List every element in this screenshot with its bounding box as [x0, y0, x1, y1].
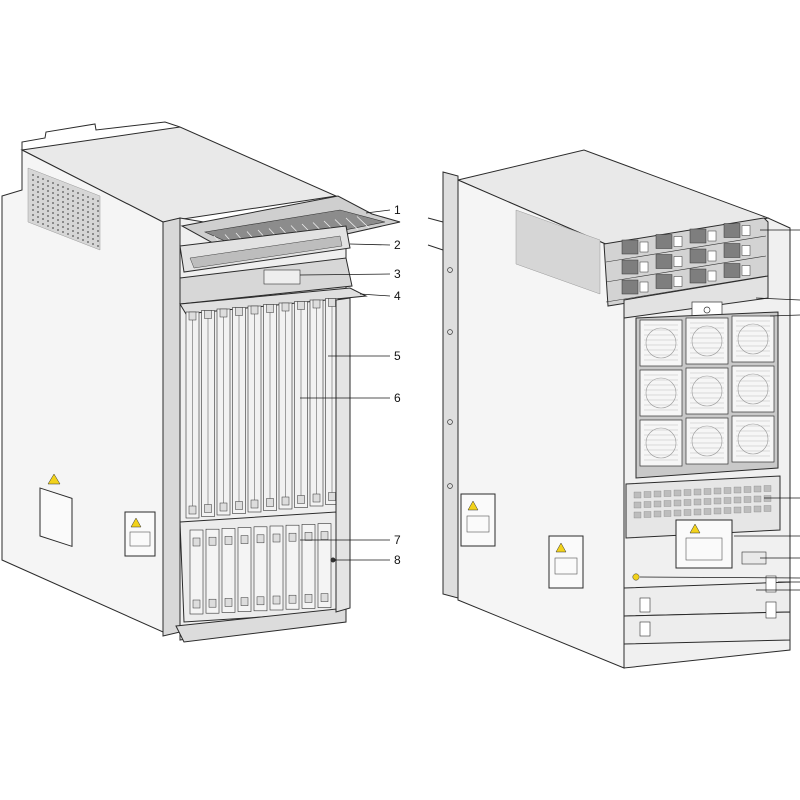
lower-board: [237, 527, 252, 612]
callout-5: 5: [394, 349, 401, 363]
handle-icon: [548, 535, 584, 589]
callout-1: 1: [394, 203, 401, 217]
lower-board: [301, 524, 316, 609]
warning-label-icon: [47, 473, 61, 485]
handle-icon: [675, 519, 733, 569]
callout-8: 8: [394, 553, 401, 567]
lower-board: [221, 528, 236, 613]
lower-board: [189, 529, 204, 615]
service-board: [201, 310, 215, 517]
callout-6: 6: [394, 391, 401, 405]
fan-module: [731, 315, 775, 363]
service-board: [216, 308, 231, 516]
callouts-front: 1 2 3 4 5 6 7 8: [299, 203, 401, 567]
lower-boards: [189, 523, 332, 615]
fan-module: [639, 369, 683, 417]
service-board: [278, 302, 293, 510]
port-8-icon: [330, 557, 336, 563]
callout-2: 2: [394, 238, 401, 252]
handle-icon: [460, 493, 496, 547]
lower-board: [253, 526, 268, 612]
fan-array: [639, 315, 775, 467]
lower-board: [269, 525, 284, 611]
callout-3: 3: [394, 267, 401, 281]
service-board: [247, 305, 262, 513]
service-board: [232, 307, 246, 514]
handle-icon: [124, 511, 156, 557]
fan-module: [731, 415, 775, 463]
fan-module: [685, 317, 729, 365]
side-vent-grille-icon: [27, 167, 101, 251]
lower-board: [317, 523, 332, 608]
callouts-rear: [639, 229, 800, 591]
fan-module: [685, 417, 729, 465]
fan-module: [639, 419, 683, 467]
fan-module: [731, 365, 775, 413]
callout-7: 7: [394, 533, 401, 547]
handle-icon: [39, 487, 73, 548]
ground-point-icon: [632, 573, 640, 581]
service-board: [294, 301, 308, 508]
callout-4: 4: [394, 289, 401, 303]
service-board: [185, 311, 200, 519]
service-board: [309, 299, 324, 507]
service-boards: [185, 298, 339, 519]
front-chassis: [1, 121, 401, 643]
fan-module: [639, 319, 683, 367]
rear-chassis: [427, 149, 791, 669]
fan-module: [685, 367, 729, 415]
service-board: [263, 304, 277, 511]
lower-board: [285, 524, 300, 610]
lower-board: [205, 528, 220, 614]
